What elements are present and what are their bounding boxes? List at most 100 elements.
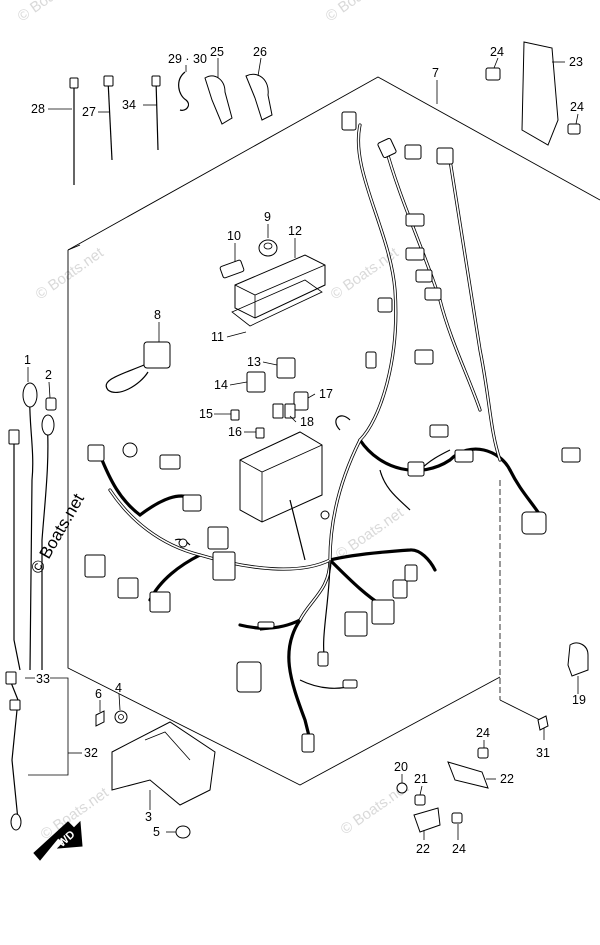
callout-34: 34 bbox=[122, 98, 136, 112]
callout-32: 32 bbox=[84, 746, 98, 760]
callout-24: 24 bbox=[490, 45, 504, 59]
watermark-text: © Boats.net bbox=[328, 244, 403, 303]
connector bbox=[159, 454, 181, 470]
callout-23: 23 bbox=[569, 55, 583, 69]
relay bbox=[246, 371, 266, 393]
callout-17: 17 bbox=[319, 387, 333, 401]
cable-tie bbox=[107, 79, 113, 161]
connector bbox=[377, 137, 397, 159]
connector bbox=[84, 554, 106, 578]
callout-13: 13 bbox=[247, 355, 261, 369]
callout-18: 18 bbox=[300, 415, 314, 429]
callout-22: 22 bbox=[500, 772, 514, 786]
connector bbox=[436, 147, 454, 165]
bolt bbox=[485, 67, 501, 81]
watermark-text-dark: © Boats.net bbox=[27, 490, 88, 577]
fuse bbox=[230, 409, 240, 421]
callout-24: 24 bbox=[570, 100, 584, 114]
bracket bbox=[521, 41, 559, 146]
callout-16: 16 bbox=[228, 425, 242, 439]
callout-24: 24 bbox=[476, 726, 490, 740]
bolt bbox=[95, 710, 105, 727]
grommet bbox=[258, 239, 278, 257]
callout-4: 4 bbox=[115, 681, 122, 695]
fuse bbox=[284, 403, 296, 419]
relay bbox=[276, 357, 296, 379]
connector bbox=[341, 111, 357, 131]
lead-wire bbox=[13, 440, 21, 671]
connector bbox=[405, 213, 425, 227]
callout-5: 5 bbox=[153, 825, 160, 839]
callout-33: 33 bbox=[36, 672, 50, 686]
main-wiring-harness bbox=[98, 123, 542, 742]
watermark-text: © Boats.net bbox=[33, 244, 108, 303]
bolt bbox=[537, 715, 549, 731]
connector bbox=[207, 526, 229, 550]
connector bbox=[405, 247, 425, 261]
terminal bbox=[257, 621, 275, 629]
harness-clamp bbox=[245, 73, 273, 121]
terminal-ring bbox=[178, 538, 188, 548]
connector bbox=[365, 351, 377, 369]
connector bbox=[371, 599, 395, 625]
callout-15: 15 bbox=[199, 407, 213, 421]
battery-cables bbox=[5, 382, 57, 831]
connector bbox=[454, 449, 474, 463]
callout-10: 10 bbox=[227, 229, 241, 243]
callout-8: 8 bbox=[154, 308, 161, 322]
bolt bbox=[451, 812, 463, 824]
connector-round bbox=[122, 442, 138, 458]
callout-31: 31 bbox=[536, 746, 550, 760]
clamp-plate bbox=[413, 807, 441, 833]
callout-6: 6 bbox=[95, 687, 102, 701]
connector bbox=[404, 144, 422, 160]
callout-14: 14 bbox=[214, 378, 228, 392]
fuse-puller bbox=[219, 259, 245, 279]
terminal-nut bbox=[45, 397, 57, 411]
callout-2: 2 bbox=[45, 368, 52, 382]
terminal-ring bbox=[320, 510, 330, 520]
connector bbox=[236, 661, 262, 693]
watermark-text: © Boats.net bbox=[15, 0, 90, 25]
watermark-text: © Boats.net bbox=[323, 0, 398, 25]
fuse-box-gasket bbox=[231, 279, 323, 327]
cable-tie bbox=[155, 79, 159, 151]
connector bbox=[87, 444, 105, 462]
callout-29-30: 29 · 30 bbox=[168, 52, 207, 66]
bolt bbox=[477, 747, 489, 759]
callout-22: 22 bbox=[416, 842, 430, 856]
connector bbox=[317, 651, 329, 667]
callout-21: 21 bbox=[414, 772, 428, 786]
callout-12: 12 bbox=[288, 224, 302, 238]
fuse bbox=[255, 427, 265, 439]
cap bbox=[567, 642, 589, 677]
top-small-parts bbox=[69, 41, 581, 185]
electrical-components bbox=[105, 239, 326, 561]
callout-3: 3 bbox=[145, 810, 152, 824]
fuse bbox=[272, 403, 284, 419]
washer bbox=[114, 710, 128, 724]
connector bbox=[182, 494, 202, 512]
connector bbox=[149, 591, 171, 613]
fuse bbox=[293, 391, 309, 411]
battery-cable bbox=[29, 389, 34, 671]
callout-numbers: 1 2 3 4 5 6 7 8 9 10 11 12 13 14 15 16 1… bbox=[24, 45, 586, 856]
callout-19: 19 bbox=[572, 693, 586, 707]
callout-26: 26 bbox=[253, 45, 267, 59]
callout-9: 9 bbox=[264, 210, 271, 224]
connector bbox=[301, 733, 315, 753]
battery-bracket bbox=[111, 721, 216, 806]
connector bbox=[117, 577, 139, 599]
bolt bbox=[567, 123, 581, 135]
clamp-plate bbox=[447, 761, 489, 789]
callout-25: 25 bbox=[210, 45, 224, 59]
junction-box bbox=[239, 431, 323, 523]
callout-1: 1 bbox=[24, 353, 31, 367]
leader-lines bbox=[25, 57, 579, 840]
harness-clamp bbox=[204, 75, 233, 125]
harness-box-outline bbox=[67, 76, 600, 786]
connector bbox=[212, 551, 236, 581]
connector bbox=[521, 511, 547, 535]
callout-24: 24 bbox=[452, 842, 466, 856]
